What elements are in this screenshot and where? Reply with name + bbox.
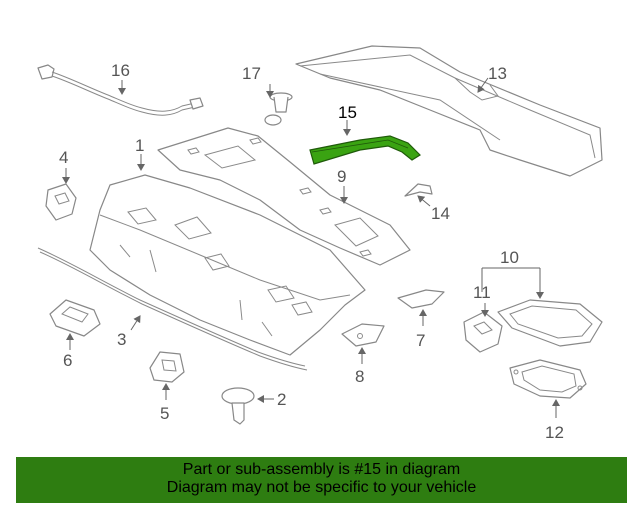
callout-12: 12 [545,423,564,442]
banner-line-1: Part or sub-assembly is #15 in diagram [182,461,461,478]
callout-14: 14 [431,204,450,223]
part-8-bracket[interactable] [341,323,385,347]
callout-4: 4 [59,148,68,167]
notice-banner: Part or sub-assembly is #15 in diagram D… [16,457,627,503]
part-4-clip[interactable] [45,183,77,221]
callout-5: 5 [160,404,169,423]
part-11-clip[interactable] [463,311,503,353]
callout-9: 9 [337,167,346,186]
part-12-plate[interactable] [509,359,587,399]
part-9-parcel-shelf[interactable] [157,127,411,266]
callout-1: 1 [135,136,144,155]
callout-15: 15 [338,103,357,122]
callout-3: 3 [117,330,126,349]
part-5-clip[interactable] [149,351,185,383]
callout-2: 2 [277,390,286,409]
part-6-trim[interactable] [49,299,101,337]
callout-7: 7 [416,331,425,350]
callout-8: 8 [355,367,364,386]
callout-10: 10 [500,248,519,267]
part-10-cover[interactable] [497,299,603,347]
callout-17: 17 [242,64,261,83]
part-16-wire-harness[interactable] [37,64,204,116]
callout-16: 16 [111,61,130,80]
part-1-rear-panel[interactable] [89,174,366,356]
part-3-seal[interactable] [37,247,308,371]
callout-11: 11 [473,283,491,302]
callout-13: 13 [488,64,507,83]
part-14-bracket[interactable] [404,183,433,197]
part-15-brace[interactable] [309,135,421,165]
part-7-bracket[interactable] [397,289,445,309]
banner-line-2: Diagram may not be specific to your vehi… [166,479,477,496]
callout-6: 6 [63,351,72,370]
part-17-clip[interactable] [264,92,293,126]
part-13-cover[interactable] [295,45,603,177]
part-2-push-pin[interactable] [221,387,255,425]
